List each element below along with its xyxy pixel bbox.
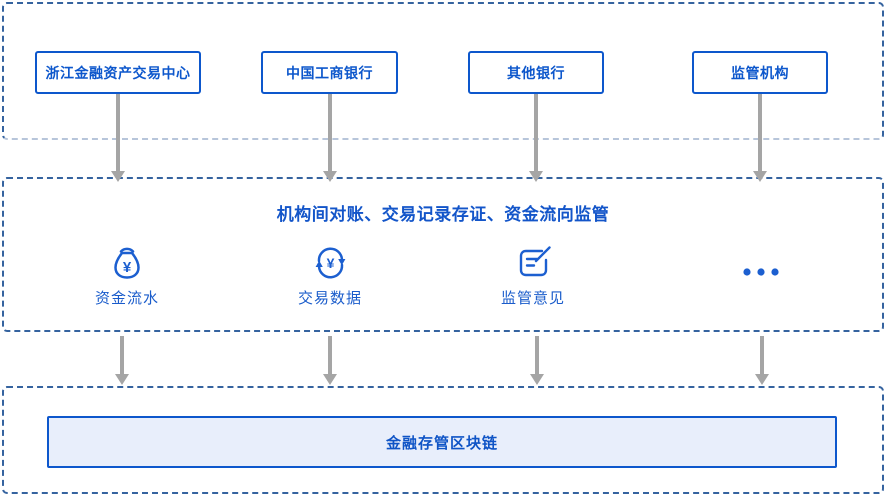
down-arrow — [115, 336, 129, 385]
services-section: 机构间对账、交易记录存证、资金流向监管 ¥ 资金流水 ¥ — [2, 177, 884, 332]
document-edit-icon — [515, 240, 552, 280]
down-arrow — [753, 94, 767, 182]
node-other-banks: 其他银行 — [468, 51, 604, 94]
exchange-cycle-icon: ¥ — [312, 240, 349, 280]
down-arrow — [323, 336, 337, 385]
blockchain-box: 金融存管区块链 — [47, 416, 837, 468]
down-arrow — [111, 94, 125, 182]
item-label: 交易数据 — [297, 290, 362, 307]
item-label: 资金流水 — [94, 290, 159, 307]
node-label: 浙江金融资产交易中心 — [45, 64, 191, 81]
node-label: 监管机构 — [731, 64, 789, 81]
institutions-section: 浙江金融资产交易中心 中国工商银行 其他银行 监管机构 — [2, 2, 884, 140]
node-label: 其他银行 — [507, 64, 565, 81]
down-arrow — [529, 94, 543, 182]
node-label: 中国工商银行 — [286, 64, 373, 81]
item-transaction-data: ¥ 交易数据 — [255, 240, 405, 308]
down-arrow — [755, 336, 769, 385]
node-regulator: 监管机构 — [692, 51, 828, 94]
node-zhejiang-exchange: 浙江金融资产交易中心 — [35, 51, 201, 94]
down-arrow — [530, 336, 544, 385]
blockchain-section: 金融存管区块链 — [2, 386, 884, 494]
ellipsis-icon — [737, 240, 785, 280]
item-label: 监管意见 — [500, 290, 565, 307]
node-icbc: 中国工商银行 — [261, 51, 398, 94]
services-title: 机构间对账、交易记录存证、资金流向监管 — [276, 205, 610, 224]
money-bag-icon: ¥ — [110, 240, 144, 280]
svg-text:¥: ¥ — [326, 255, 334, 271]
item-regulatory-opinion: 监管意见 — [458, 240, 608, 308]
blockchain-label: 金融存管区块链 — [385, 434, 498, 452]
item-fund-flow: ¥ 资金流水 — [52, 240, 202, 308]
down-arrow — [323, 94, 337, 182]
svg-text:¥: ¥ — [123, 259, 132, 276]
item-ellipsis — [686, 240, 836, 280]
